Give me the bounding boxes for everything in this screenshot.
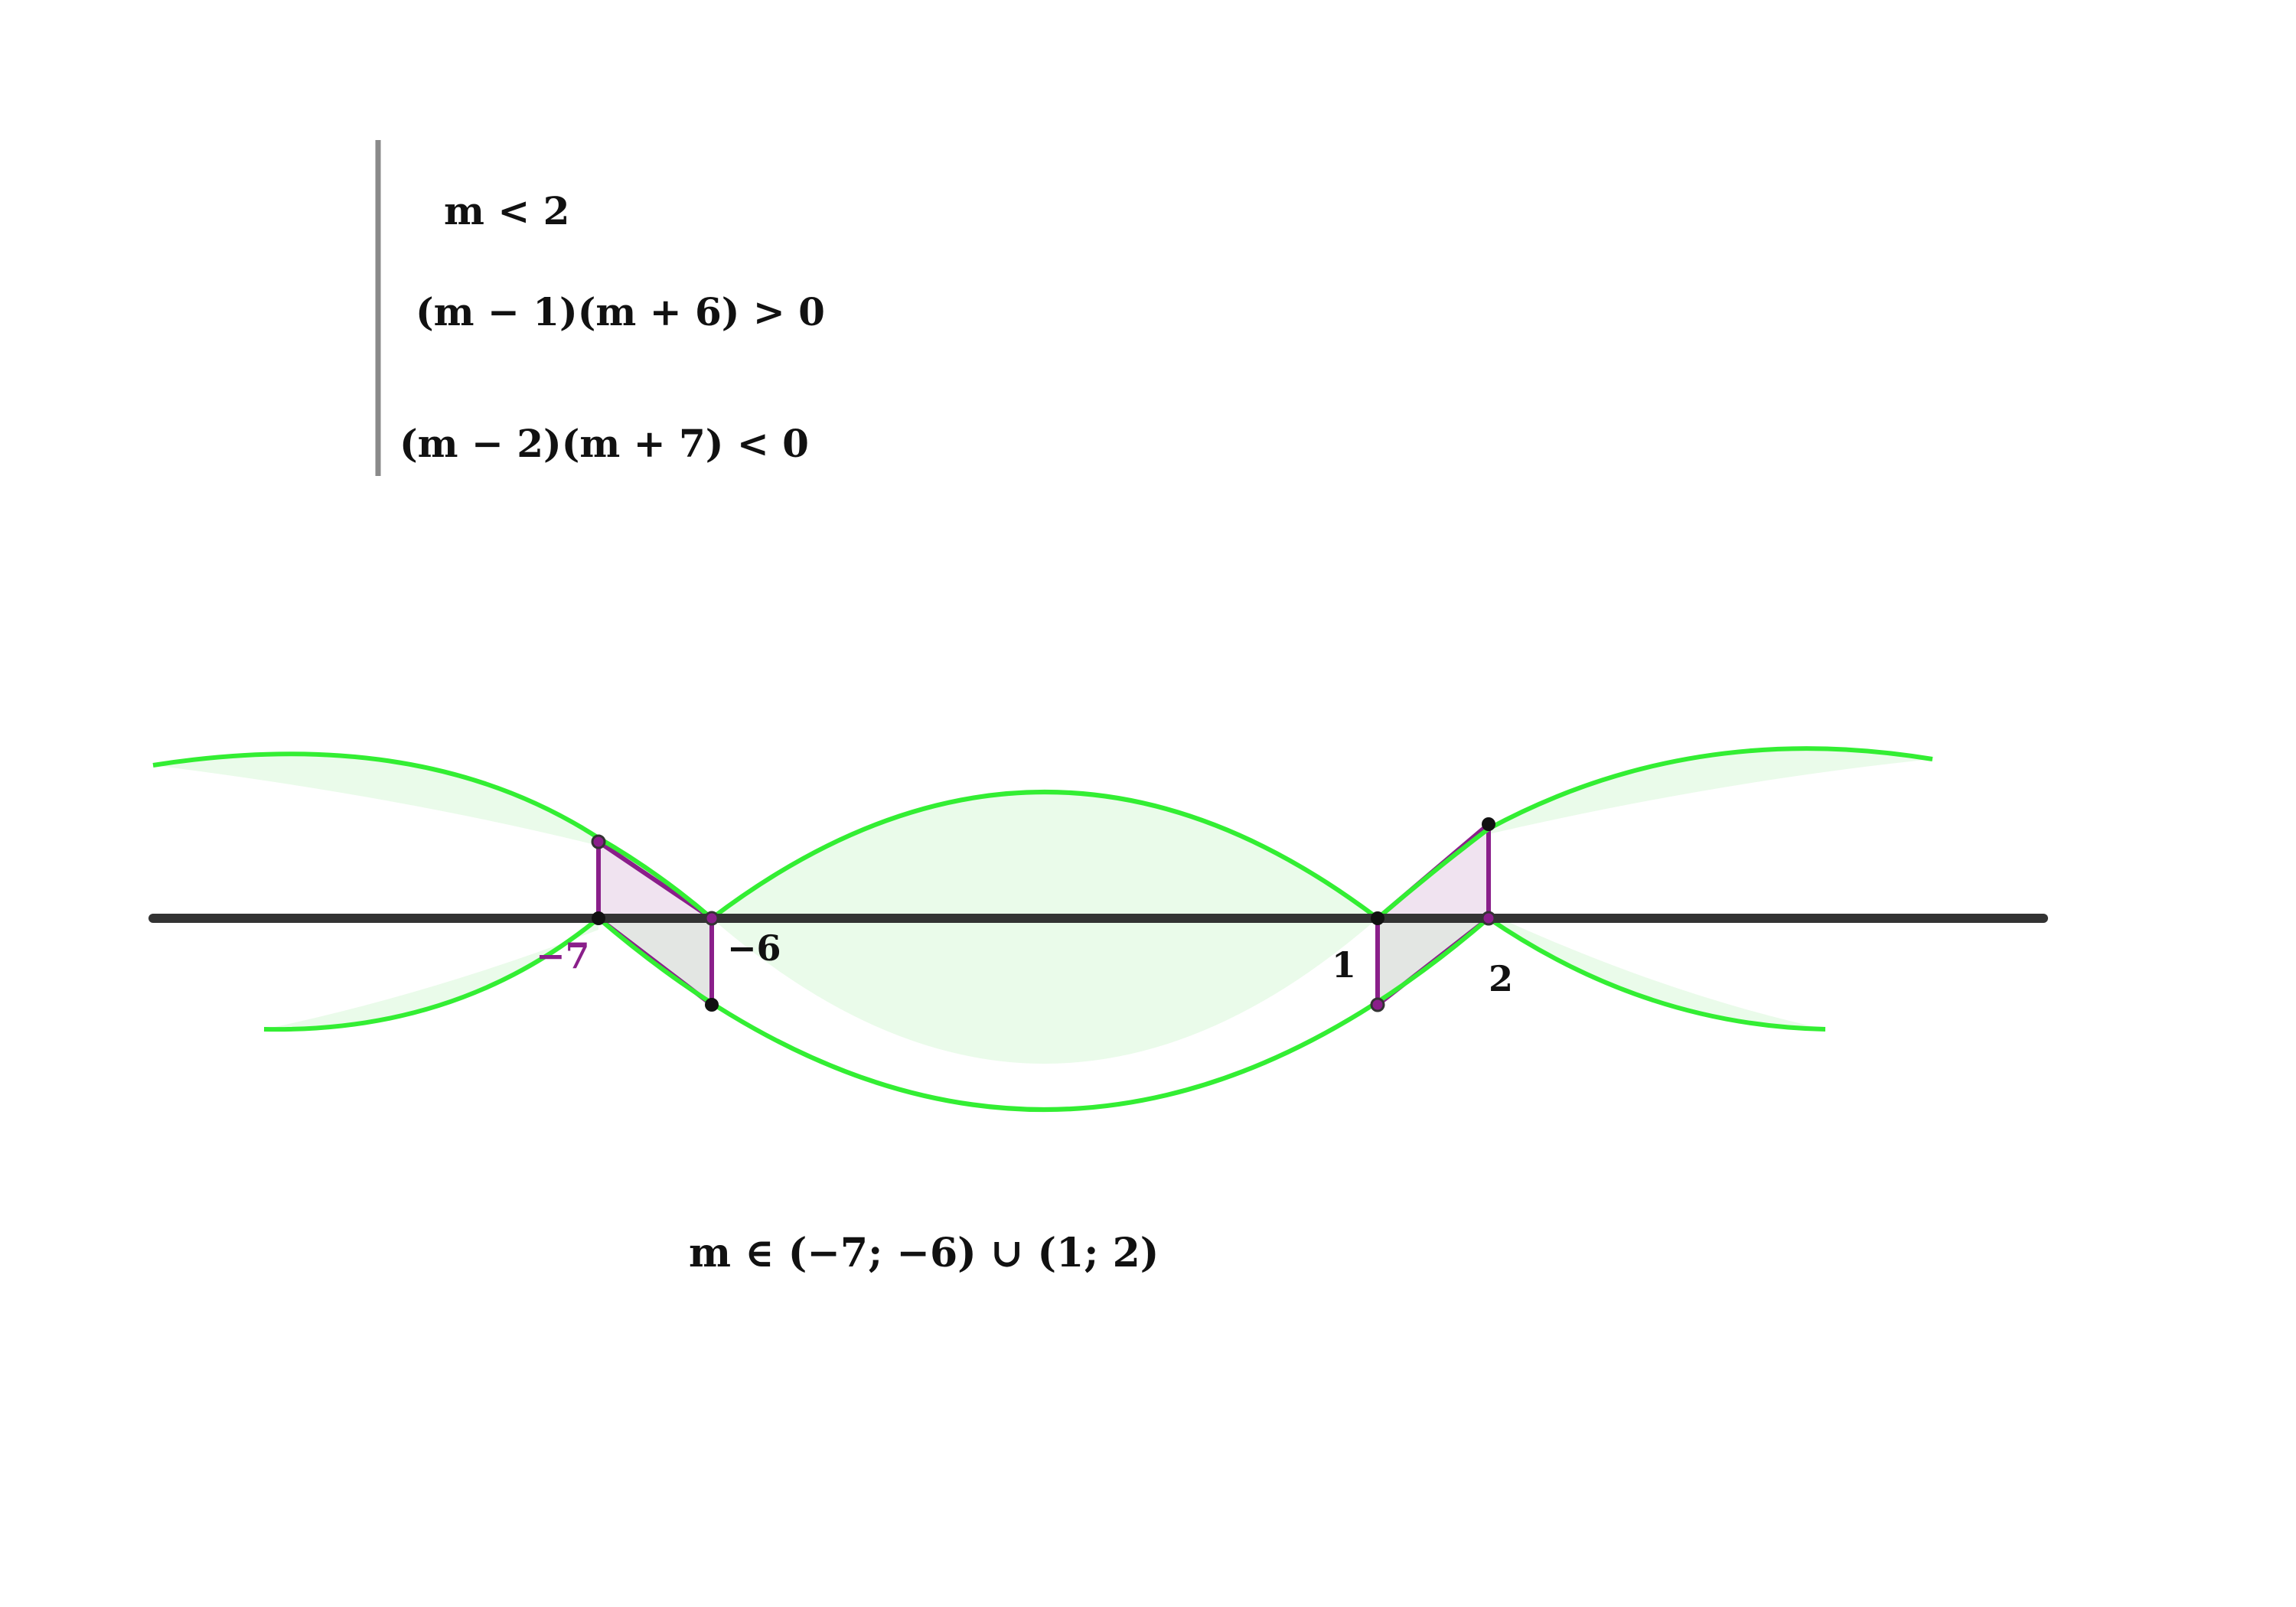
label-neg7: −7: [536, 935, 590, 976]
parabola-left-upper-link: [597, 836, 713, 921]
point-neg7-top: [591, 834, 606, 849]
parabola-lower-central: [597, 916, 1490, 1112]
parabola-right-upper-arc: [1487, 746, 1933, 831]
central-lens-fill: [712, 792, 1378, 1064]
label-two: 2: [1489, 958, 1513, 999]
point-one: [1371, 911, 1384, 925]
parabola-right-lower-arc: [1487, 916, 1826, 1032]
system-line-1: m < 2: [444, 188, 569, 233]
point-two: [1481, 911, 1496, 926]
system-line-2: (m − 1)(m + 6) > 0: [416, 289, 825, 334]
point-neg6-bottom: [705, 998, 719, 1012]
point-two-top: [1482, 817, 1495, 831]
left-upper-fill: [153, 754, 598, 846]
point-neg6: [704, 911, 719, 926]
point-one-bottom: [1370, 997, 1385, 1012]
right-lower-fill: [1489, 918, 1825, 1029]
answer-text: m ∈ (−7; −6) ∪ (1; 2): [689, 1230, 1159, 1276]
parabola-left-upper-arc: [152, 751, 600, 840]
right-upper-fill: [1489, 748, 1932, 834]
label-neg6: −6: [727, 927, 781, 969]
parabola-left-lower-arc: [263, 916, 600, 1032]
point-neg7: [592, 911, 605, 925]
parabola-right-upper-link: [1376, 826, 1490, 921]
system-line-3: (m − 2)(m + 7) < 0: [400, 421, 809, 466]
parabola-upper-central: [710, 790, 1379, 921]
label-one: 1: [1332, 944, 1356, 986]
